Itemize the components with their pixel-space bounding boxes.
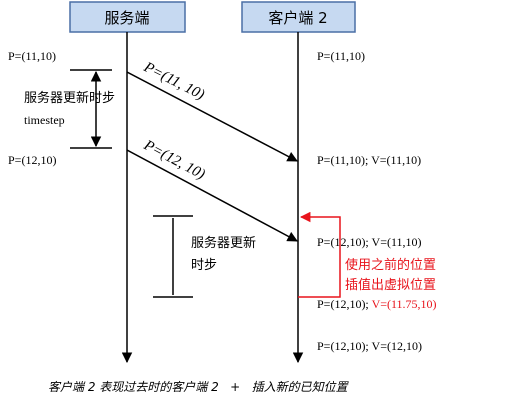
client-state-2: P=(11,10); V=(11,10) (317, 153, 421, 167)
client-step-label-line2: 时步 (191, 258, 217, 273)
diagram-caption: 客户端 2 表现过去时的客户端 2 + 插入新的已知位置 (48, 380, 350, 394)
timestep-label-line1: 服务器更新时步 (24, 90, 115, 106)
client-state-4-virtual: V=(11.75,10) (372, 297, 437, 311)
client-state-1: P=(11,10) (317, 49, 365, 63)
timestep-label-line2: timestep (24, 113, 65, 127)
interpolation-arrow (298, 211, 341, 298)
message-label-2: P=(12, 10) (140, 137, 207, 183)
client-step-label-line1: 服务器更新 (191, 235, 256, 251)
interpolation-note-line1: 使用之前的位置 (345, 257, 436, 273)
server-state-2: P=(12,10) (8, 153, 56, 167)
client-header-label: 客户端 2 (268, 9, 327, 27)
client-step-bracket (153, 215, 193, 298)
client-header: 客户端 2 (241, 1, 356, 33)
message-arrow-1 (126, 71, 298, 162)
client-state-4-prefix: P=(12,10); (317, 297, 372, 311)
server-header-box (69, 1, 186, 33)
server-header: 服务端 (69, 1, 186, 33)
client-header-box (241, 1, 356, 33)
interpolation-note-line2: 插值出虚拟位置 (345, 277, 436, 293)
timestep-bracket (70, 69, 112, 149)
server-state-1: P=(11,10) (8, 49, 56, 63)
server-header-label: 服务端 (104, 9, 149, 27)
client-state-4: P=(12,10); V=(11.75,10) (317, 297, 437, 311)
client-state-3: P=(12,10); V=(11,10) (317, 235, 422, 249)
message-arrow-2 (126, 149, 298, 242)
client-state-5: P=(12,10); V=(12,10) (317, 339, 422, 353)
